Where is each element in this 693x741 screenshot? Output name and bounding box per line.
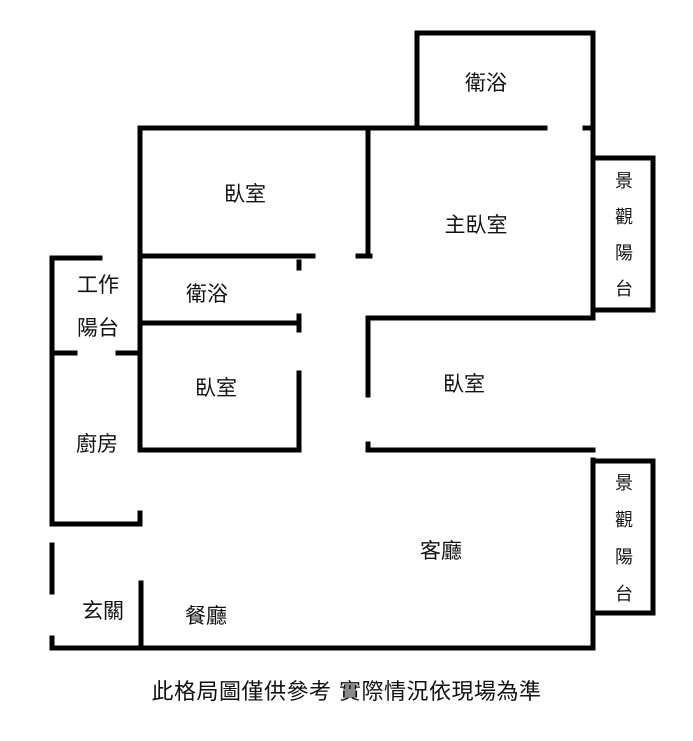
label-bath-mid: 衛浴 — [186, 282, 228, 306]
label-utility-line1: 工作 — [77, 273, 119, 297]
label-master-bedroom: 主臥室 — [445, 213, 508, 237]
wall-bedroom-right-bottom — [365, 441, 596, 453]
label-bath-top: 衛浴 — [465, 71, 507, 95]
wall-balcony-upper — [594, 155, 656, 313]
balcony-lower-char-4: 台 — [615, 584, 633, 605]
label-entrance: 玄關 — [82, 599, 124, 623]
wall-bath-top — [414, 30, 596, 131]
view-balcony-lower-label: 景 觀 陽 台 — [615, 473, 633, 605]
label-bedroom-mid-right: 臥室 — [443, 372, 485, 396]
balcony-upper-char-1: 景 — [615, 171, 633, 192]
balcony-upper-char-3: 陽 — [615, 243, 633, 264]
label-kitchen: 廚房 — [76, 432, 118, 456]
wall-balcony-lower — [594, 458, 656, 616]
balcony-lower-char-3: 陽 — [615, 547, 633, 568]
label-living-room: 客廳 — [420, 539, 462, 563]
balcony-upper-char-2: 觀 — [615, 207, 633, 228]
label-utility-line2: 陽台 — [77, 316, 119, 340]
view-balcony-upper-label: 景 觀 陽 台 — [615, 171, 633, 300]
label-bedroom-top-left: 臥室 — [224, 182, 266, 206]
disclaimer-text: 此格局圖僅供參考 實際情況依現場為準 — [151, 680, 542, 705]
label-dining-room: 餐廳 — [185, 604, 227, 628]
room-labels: 衛浴 臥室 主臥室 工作 陽台 衛浴 臥室 臥室 廚房 客廳 玄關 餐廳 — [76, 71, 508, 628]
wall-top — [137, 125, 548, 261]
walls — [49, 30, 656, 651]
label-bedroom-mid-left: 臥室 — [195, 376, 237, 400]
balcony-lower-char-2: 觀 — [615, 510, 633, 531]
wall-utility — [49, 255, 103, 356]
wall-kitchen-bottom — [49, 510, 143, 527]
balcony-lower-char-1: 景 — [615, 473, 633, 494]
balcony-upper-char-4: 台 — [615, 279, 633, 300]
